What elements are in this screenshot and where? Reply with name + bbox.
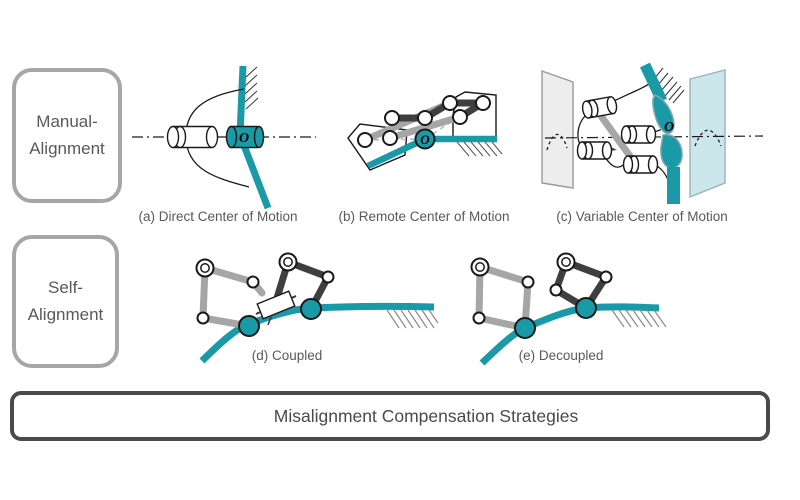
wall-hatching: [244, 66, 259, 110]
grounded-joint-gray: [470, 257, 490, 277]
wall-hatching: [653, 67, 685, 104]
grounded-joint-gray: [195, 258, 215, 278]
ground-hatching: [611, 309, 667, 328]
limb-line: [199, 302, 435, 364]
revolute-joints: [357, 95, 491, 148]
limb-line: [479, 303, 660, 365]
center-of-motion-label-b: O: [420, 132, 430, 147]
banner-title: Misalignment Compensation Strategies: [273, 405, 579, 426]
limb-attachment-joints: [514, 297, 597, 339]
prismatic-joint: [255, 290, 297, 326]
center-of-motion-label-a: O: [239, 131, 249, 146]
ground-hatching: [456, 141, 503, 157]
panel-b-illustration: O: [347, 91, 503, 171]
self-alignment-group-box: Self- Alignment: [12, 235, 119, 368]
outer-cylinder-joint: [166, 125, 219, 149]
motion-arc-left: [546, 133, 568, 151]
caption-c: (c) Variable Center of Motion: [556, 209, 728, 224]
center-of-motion-cylinder: [225, 125, 265, 149]
center-of-motion-marker: [414, 128, 436, 150]
plane-right: [689, 69, 726, 199]
self-alignment-line1: Self-: [48, 278, 83, 298]
banner: Misalignment Compensation Strategies: [10, 391, 770, 441]
manual-alignment-line2: Alignment: [29, 138, 105, 158]
panel-e-illustration: [470, 252, 667, 365]
linkage-gray: [592, 105, 636, 163]
caption-b: (b) Remote Center of Motion: [338, 209, 510, 224]
manual-alignment-group-box: Manual- Alignment: [12, 68, 122, 203]
caption-a: (a) Direct Center of Motion: [138, 209, 298, 224]
manual-alignment-label: Manual- Alignment: [29, 109, 105, 162]
panel-a-illustration: O: [132, 65, 316, 210]
ground-hatching: [386, 309, 439, 329]
self-alignment-label: Self- Alignment: [28, 275, 104, 328]
panel-c-illustration: O: [541, 62, 764, 204]
limb-attachment-joints: [238, 298, 322, 337]
self-alignment-line2: Alignment: [27, 304, 104, 324]
grounded-joint-dark: [556, 252, 576, 272]
limb: [640, 62, 683, 204]
manual-alignment-line1: Manual-: [36, 112, 98, 132]
grounded-joint-dark: [278, 252, 298, 272]
caption-d: (d) Coupled: [251, 348, 323, 363]
panel-d-illustration: [195, 252, 439, 364]
revolute-joints: [196, 270, 335, 325]
revolute-joints: [472, 270, 613, 325]
plane-left: [541, 70, 574, 189]
caption-e: (e) Decoupled: [518, 348, 604, 363]
center-of-motion-label-c: O: [664, 120, 674, 135]
motion-arc-right: [694, 129, 722, 147]
